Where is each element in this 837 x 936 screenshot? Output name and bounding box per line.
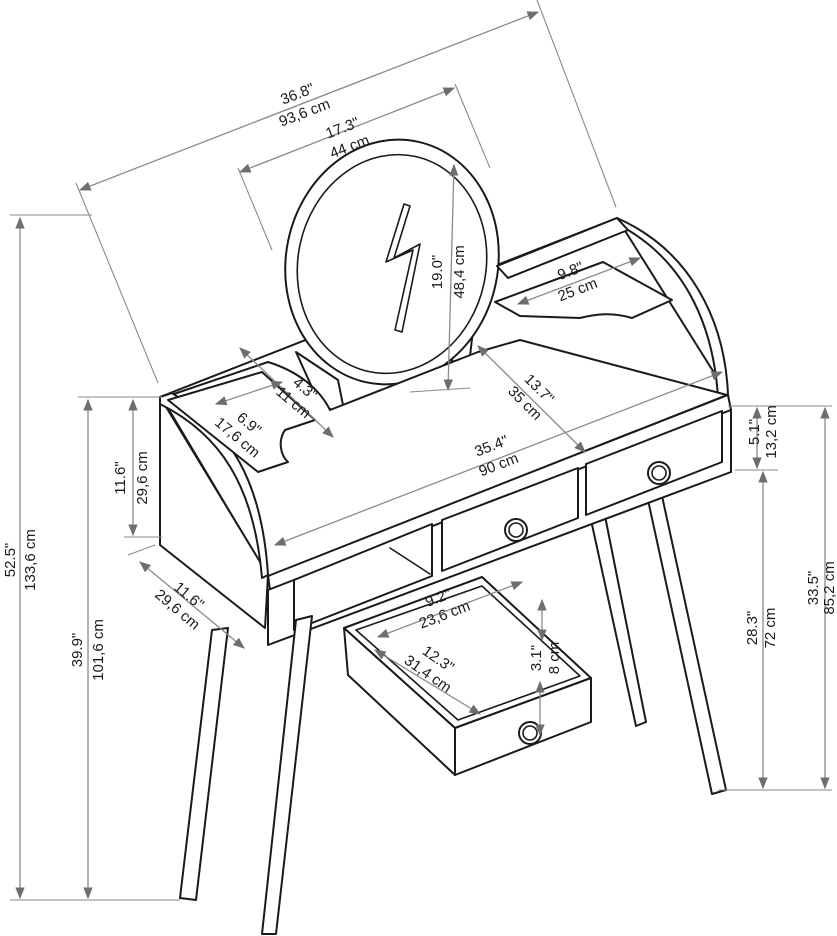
drawer-height-in: 3.1" — [528, 645, 545, 671]
drawer-height-cm: 8 cm — [546, 642, 563, 675]
mirror-height-cm: 48,4 cm — [451, 245, 468, 298]
total-height-cm: 133,6 cm — [22, 529, 39, 591]
leg-back-right — [647, 495, 727, 795]
leg-front-left — [179, 627, 229, 901]
total-height-in: 52.5" — [2, 543, 19, 578]
leg-back-left — [590, 515, 647, 727]
dimension-lines — [10, 0, 832, 901]
drawer-front-height-cm: 13,2 cm — [763, 405, 780, 458]
drawer-front-height-in: 5.1" — [746, 419, 763, 445]
table-height-cm: 101,6 cm — [90, 619, 107, 681]
table-height-in: 39.9" — [69, 633, 86, 668]
top-height-in: 33.5" — [805, 571, 822, 606]
leg-height-in: 28.3" — [744, 611, 761, 646]
mirror-height-in: 19.0" — [429, 255, 446, 290]
cavity-back-edge — [389, 547, 431, 575]
side-height-in: 11.6" — [112, 461, 129, 494]
leg-height-cm: 72 cm — [762, 608, 779, 649]
top-height-cm: 85,2 cm — [821, 561, 837, 614]
leg-front-right — [261, 615, 313, 935]
mirror-reflection-mark — [385, 203, 421, 333]
vanity-table — [159, 138, 732, 935]
side-height-cm: 29,6 cm — [134, 451, 151, 504]
